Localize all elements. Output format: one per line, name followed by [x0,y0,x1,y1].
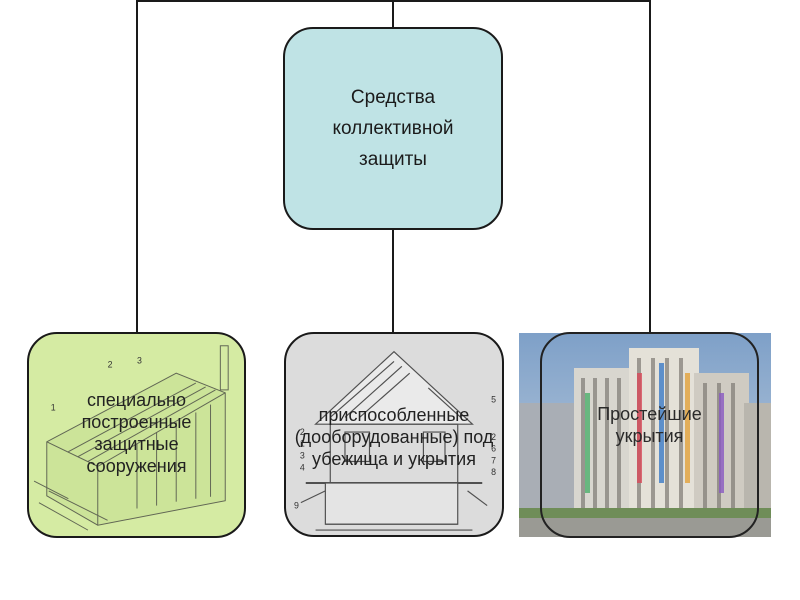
mid-number-7: 7 [491,455,496,465]
mid-number-5: 5 [491,395,496,405]
mid-number-9: 9 [294,501,299,511]
root-node-label: Средства коллективной защиты [332,87,454,170]
mid-number-6: 6 [491,444,496,454]
node-adapted-shelters: 1 2 3 4 9 5 2 6 7 8 приспособленные (доо… [284,332,504,537]
shelter-blueprint-illustration: 1 2 3 [33,345,229,531]
drawing-number-3: 3 [137,355,142,365]
mid-number-8: 8 [491,467,496,477]
node-special-structures: 1 2 3 специально построенные защитные со… [27,332,246,538]
house-cross-section-illustration: 1 2 3 4 9 5 2 6 7 8 [294,350,496,531]
simple-shelters-label: Простейшие укрытия [597,404,702,446]
drawing-number-2: 2 [108,359,113,369]
adapted-shelters-label: приспособленные (дооборудованные) под уб… [294,404,494,469]
mid-number-3: 3 [300,451,305,461]
mid-number-4: 4 [300,462,305,472]
root-node: Средства коллективной защиты [283,27,503,230]
drawing-number-1: 1 [51,402,56,412]
mid-number-2b: 2 [491,432,496,442]
mid-number-2: 2 [300,427,305,437]
node-simple-shelters: Простейшие укрытия [540,332,759,538]
mid-number-1: 1 [300,439,305,449]
special-structures-label: специально построенные защитные сооружен… [81,390,192,476]
